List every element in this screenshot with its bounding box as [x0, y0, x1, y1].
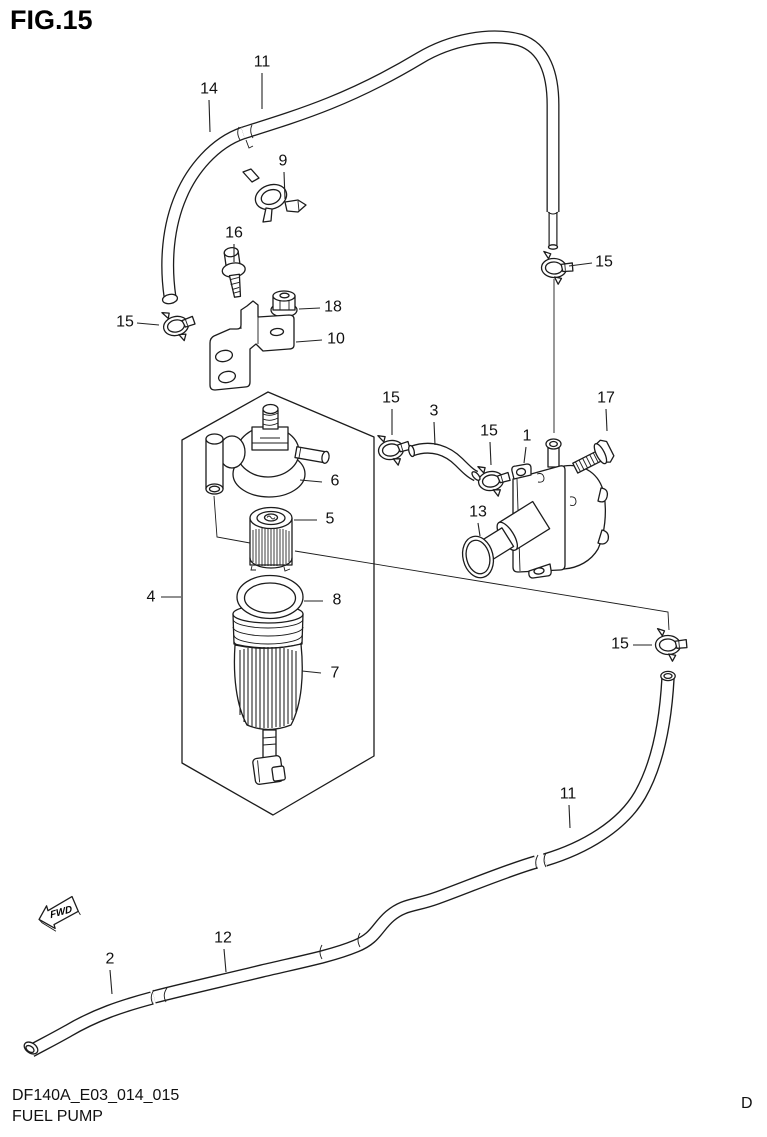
part-callout-18: 18	[324, 299, 342, 316]
callout-leader-11	[568, 804, 571, 829]
part-clamp-15-left	[159, 305, 199, 345]
part-callout-5: 5	[326, 511, 335, 528]
part-filter-cap-6	[205, 403, 330, 544]
callout-leader-17	[605, 408, 608, 432]
part-callout-8: 8	[333, 592, 342, 609]
part-callout-10: 10	[327, 331, 345, 348]
part-callout-7: 7	[331, 665, 340, 682]
part-bolt-16	[221, 246, 246, 298]
part-clamp-15-hose3-left	[375, 430, 413, 469]
part-clamp-15-top-right	[540, 250, 575, 286]
callout-leader-3	[433, 421, 436, 446]
callout-leader-13	[477, 522, 481, 537]
figure-number-title: FIG.15	[10, 5, 93, 35]
part-callout-1: 1	[523, 428, 532, 445]
part-filter-cup-7	[232, 604, 304, 785]
part-fuel-hose-11-bottom	[543, 670, 676, 868]
part-callout-15: 15	[382, 390, 400, 407]
callouts-layer: 11 14 9 16 15 18 10 15 6 5 8 4 7 15 3 15 1 17 13 15 11 12 2	[106, 54, 652, 995]
part-callout-12: 12	[214, 930, 232, 947]
part-o-ring-8	[236, 574, 304, 620]
assembly-line-filter-to-hose	[294, 550, 670, 631]
fwd-direction-marker: FWD	[38, 895, 81, 932]
part-callout-3: 3	[430, 403, 439, 420]
part-callout-15: 15	[480, 423, 498, 440]
page-letter: D	[741, 1095, 753, 1112]
part-fuel-hose-14-11	[161, 30, 560, 305]
part-callout-9: 9	[279, 153, 288, 170]
part-callout-16: 16	[225, 225, 243, 242]
part-callout-14: 14	[200, 81, 218, 98]
callout-leader-12	[223, 948, 227, 973]
part-callout-4: 4	[147, 589, 156, 606]
callout-leader-15	[568, 262, 593, 267]
part-callout-13: 13	[469, 504, 487, 521]
callout-leader-6	[299, 479, 323, 483]
part-callout-15: 15	[611, 636, 629, 653]
callout-leader-14	[208, 99, 211, 133]
part-callout-2: 2	[106, 951, 115, 968]
part-fuel-hose-12	[152, 854, 539, 1004]
part-filter-element-5	[249, 506, 293, 572]
part-callout-11: 11	[560, 786, 577, 803]
part-callout-6: 6	[331, 473, 340, 490]
part-bolt-17	[572, 439, 615, 474]
callout-leader-10	[295, 339, 323, 343]
part-callout-15: 15	[595, 254, 613, 271]
callout-leader-9	[283, 171, 286, 200]
part-fuel-hose-3	[407, 442, 481, 482]
part-fuel-pump-1	[477, 438, 610, 579]
part-clamp-15-hose3-right	[475, 461, 513, 500]
part-o-ring-13	[461, 535, 495, 579]
part-fuel-hose-2	[23, 989, 155, 1057]
part-callout-15: 15	[116, 314, 134, 331]
part-clamp-9	[242, 168, 307, 223]
part-bracket-10	[209, 300, 295, 391]
callout-leader-7	[301, 670, 322, 674]
callout-leader-1	[523, 446, 527, 464]
figure-caption: FUEL PUMP	[12, 1108, 103, 1125]
callout-leader-2	[109, 969, 113, 995]
part-callout-17: 17	[597, 390, 615, 407]
callout-leader-15	[136, 322, 160, 326]
filter-assembly-boundary-4	[181, 391, 375, 816]
callout-leader-15	[489, 441, 492, 466]
drawing-code: DF140A_E03_014_015	[12, 1087, 180, 1104]
part-nut-18	[270, 290, 298, 318]
callout-leader-18	[298, 307, 321, 310]
part-clamp-15-mid-right	[654, 627, 689, 663]
part-callout-11: 11	[254, 54, 271, 71]
